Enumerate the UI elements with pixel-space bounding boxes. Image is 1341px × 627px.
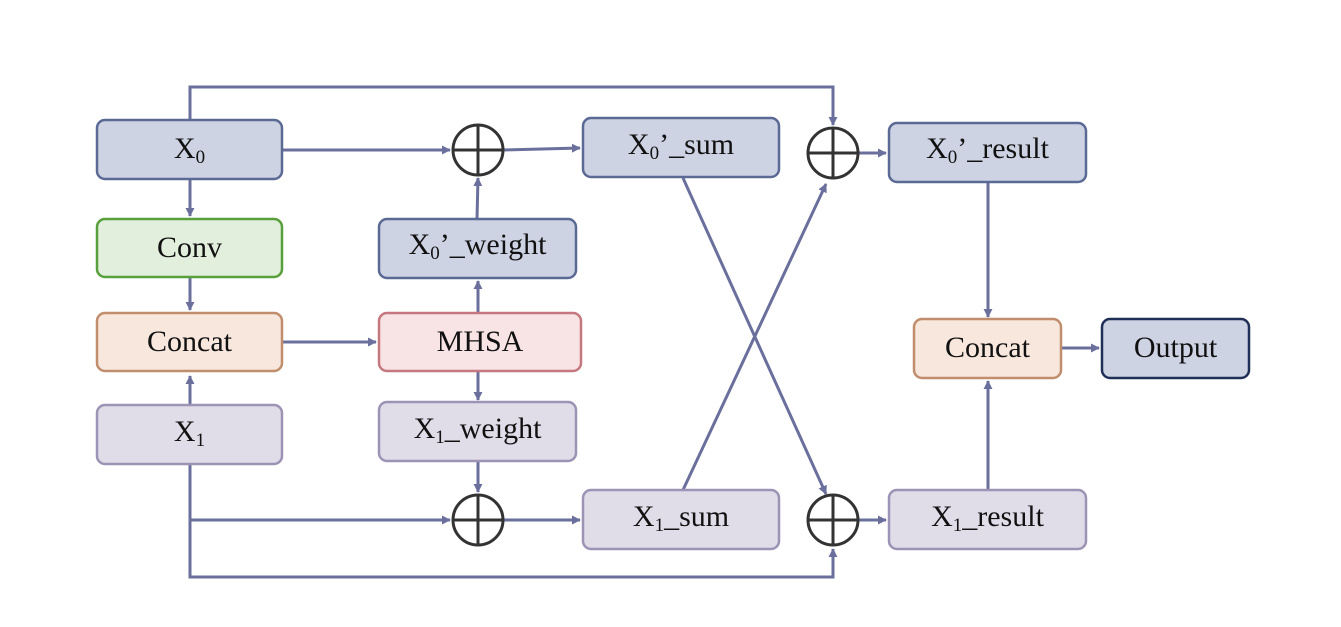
svg-text:X0’_sum: X0’_sum: [628, 128, 734, 164]
node-x1-weight: X1_weight: [377, 400, 578, 463]
edge-x1-skip-to-sum4: [188, 520, 838, 579]
svg-text:Concat: Concat: [147, 325, 233, 358]
sum-node-x0-branch: [451, 123, 505, 177]
svg-text:Concat: Concat: [945, 331, 1031, 364]
svg-text:MHSA: MHSA: [437, 325, 524, 358]
svg-text:X0’_weight: X0’_weight: [409, 228, 547, 264]
svg-text:X1_sum: X1_sum: [633, 500, 729, 536]
node-x0-sum: X0’_sum: [581, 116, 781, 179]
node-x0-sum-label: X: [628, 128, 650, 161]
node-x1-weight-label: X: [414, 412, 436, 445]
sum-node-x0-result: [806, 126, 860, 180]
node-concat-right-label: Concat: [945, 331, 1031, 364]
svg-text:Conv: Conv: [157, 231, 222, 264]
node-concat-left: Concat: [95, 311, 284, 373]
edge-x0-skip-to-sum3: [188, 85, 838, 126]
node-x0-weight-label: X: [409, 228, 431, 261]
edge-x1-to-sum2: [188, 465, 451, 525]
node-mhsa: MHSA: [377, 311, 583, 373]
svg-text:X1: X1: [174, 415, 205, 451]
svg-text:X1_weight: X1_weight: [414, 412, 542, 448]
node-output: Output: [1100, 317, 1251, 380]
node-conv: Conv: [95, 217, 284, 279]
node-x0: X0: [95, 118, 284, 181]
edge-x1sum-to-sum3: [681, 183, 828, 491]
node-x0-result-label: X: [926, 132, 948, 165]
svg-text:X1_result: X1_result: [931, 500, 1044, 536]
node-x1-sum-label: X: [633, 500, 655, 533]
svg-text:Output: Output: [1134, 331, 1218, 364]
sum-node-x1-result: [806, 493, 860, 547]
node-x1-result: X1_result: [887, 488, 1088, 551]
node-concat-right: Concat: [912, 317, 1063, 380]
node-x1: X1: [95, 403, 284, 466]
edge-x0weight-to-sum1: [473, 177, 483, 220]
edge-sum1-to-x0sum: [502, 143, 581, 153]
node-x0-weight: X0’_weight: [377, 217, 578, 280]
node-concat-left-label: Concat: [147, 325, 233, 358]
node-x1-result-label: X: [931, 500, 953, 533]
node-conv-label: Conv: [157, 231, 222, 264]
node-output-label: Output: [1134, 331, 1218, 364]
node-x1-label: X: [174, 415, 196, 448]
node-x0-result: X0’_result: [887, 121, 1088, 184]
node-x1-sum: X1_sum: [581, 488, 781, 551]
sum-node-x1-branch: [451, 493, 505, 547]
svg-text:X0’_result: X0’_result: [926, 132, 1049, 168]
node-x0-label: X: [174, 132, 196, 165]
node-mhsa-label: MHSA: [437, 325, 524, 358]
svg-text:X0: X0: [174, 132, 205, 168]
